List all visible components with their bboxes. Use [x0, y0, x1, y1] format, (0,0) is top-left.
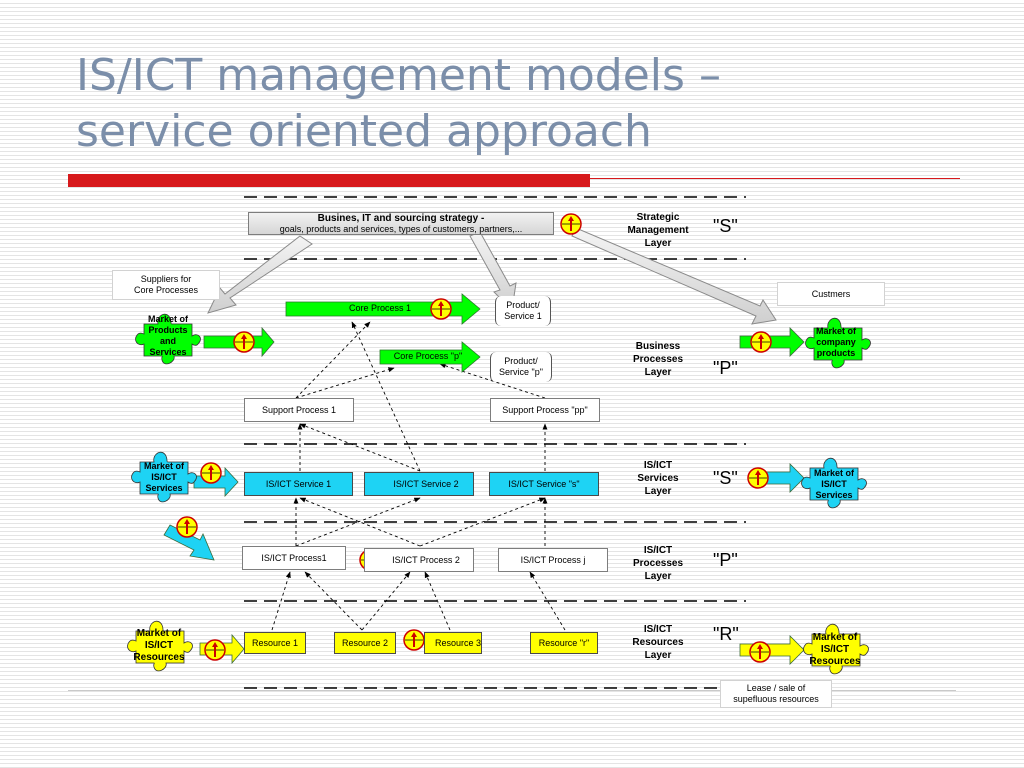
resource-r: Resource "r" [530, 632, 598, 654]
layer-code-ict-services: "S" [713, 468, 738, 488]
layer-code-strategic: "S" [713, 216, 738, 236]
title-line-1: IS/ICT management models – [76, 50, 721, 101]
ict-service-s: IS/ICT Service "s" [489, 472, 599, 496]
layer-code-ict-processes: "P" [713, 550, 738, 570]
market-company-products: Market of company products [815, 326, 856, 358]
layer-label-business: Business Processes Layer [632, 341, 684, 378]
layer-label-ict-services: IS/ICT Services Layer [637, 460, 679, 497]
slide-title: IS/ICT management models – service orien… [76, 48, 976, 160]
ict-process-2: IS/ICT Process 2 [364, 548, 474, 572]
ict-service-1: IS/ICT Service 1 [244, 472, 353, 496]
footer-divider [68, 690, 956, 691]
product-service-p: Product/ Service "p" [490, 352, 552, 382]
core-process-1: Core Process 1 [348, 303, 412, 313]
title-line-2: service oriented approach [76, 106, 652, 157]
layer-label-ict-resources: IS/ICT Resources Layer [632, 624, 684, 661]
strategy-box-title: Busines, IT and sourcing strategy - [317, 213, 485, 224]
resource-3: Resource 3 [424, 632, 482, 654]
layer-code-ict-resources: "R" [713, 624, 739, 644]
core-process-arrows [285, 293, 481, 373]
market-ict-services-right: Market of IS/ICT Services [813, 468, 854, 500]
layer-code-business: "P" [713, 358, 738, 378]
strategy-box: Busines, IT and sourcing strategy - goal… [248, 212, 554, 235]
support-process-1: Support Process 1 [244, 398, 354, 422]
title-accent-bar [68, 174, 590, 187]
suppliers-callout: Suppliers for Core Processes [112, 270, 220, 300]
market-ict-resources-left: Market of IS/ICT Resources [133, 628, 185, 663]
market-ict-resources-right: Market of IS/ICT Resources [809, 632, 861, 667]
ict-process-1: IS/ICT Process1 [242, 546, 346, 570]
layer-label-strategic: Strategic Management Layer [627, 212, 689, 249]
customers-callout: Custmers [777, 282, 885, 306]
market-ict-services-left: Market of IS/ICT Services [143, 461, 184, 493]
ict-process-j: IS/ICT Process j [498, 548, 608, 572]
product-service-1: Product/ Service 1 [495, 296, 551, 326]
strategy-box-subtitle: goals, products and services, types of c… [279, 224, 523, 234]
resource-2: Resource 2 [334, 632, 396, 654]
lease-callout: Lease / sale of supefluous resources [720, 680, 832, 708]
title-accent-line [590, 178, 960, 179]
resource-1: Resource 1 [244, 632, 306, 654]
dependency-arrows [271, 321, 566, 631]
strategy-arrows [207, 227, 777, 325]
core-process-p: Core Process "p" [393, 351, 463, 361]
layer-label-ict-processes: IS/ICT Processes Layer [632, 545, 684, 582]
market-products-services: Market of Products and Services [147, 314, 188, 357]
support-process-pp: Support Process "pp" [490, 398, 600, 422]
ict-service-2: IS/ICT Service 2 [364, 472, 474, 496]
market-flow-arrows [163, 326, 805, 665]
